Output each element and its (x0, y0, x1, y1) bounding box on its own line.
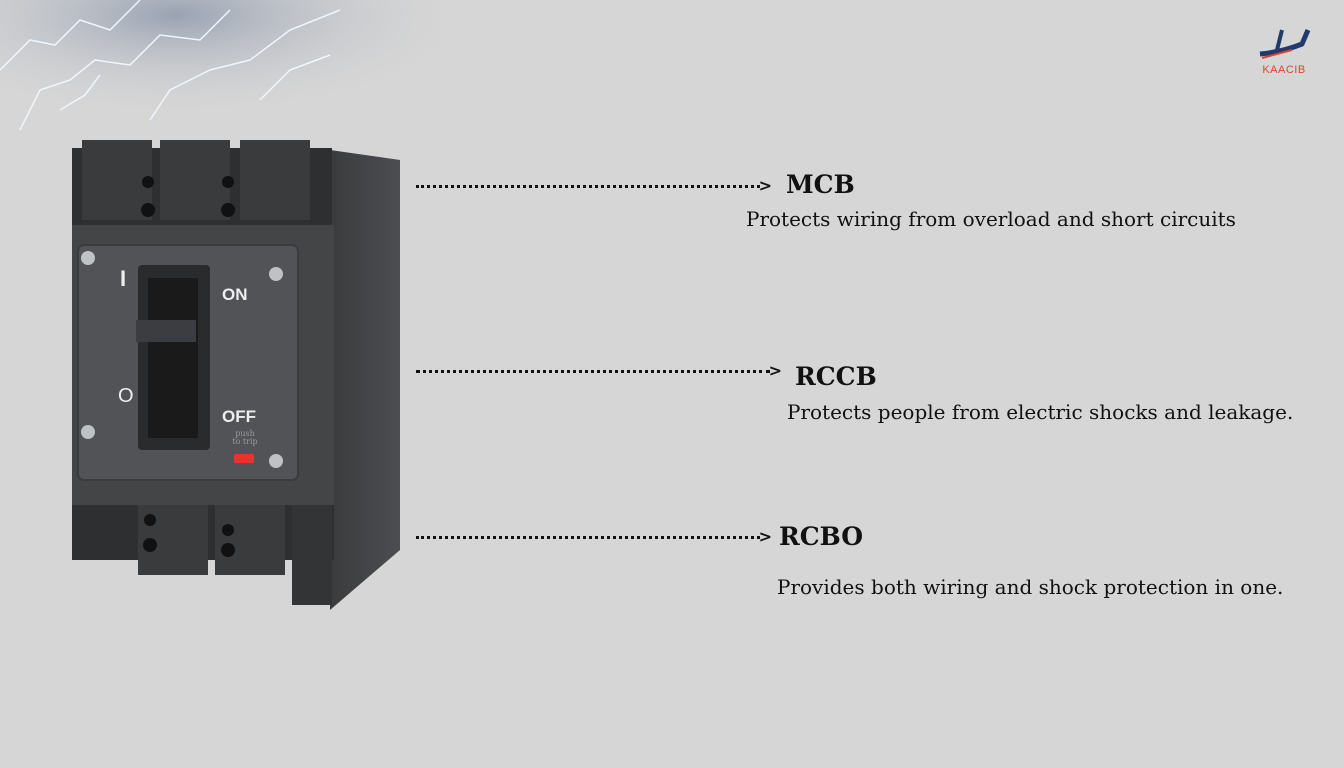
mcb-title: MCB (786, 170, 855, 199)
on-label: ON (222, 285, 248, 304)
mcb-arrow: > (416, 176, 772, 195)
lightning-decoration (0, 0, 440, 150)
logo-text: KAACIB (1262, 64, 1306, 76)
push-to-trip-label: push to trip (232, 429, 258, 446)
rccb-description: Protects people from electric shocks and… (787, 400, 1294, 424)
rcbo-title: RCBO (779, 522, 864, 551)
off-symbol: O (118, 385, 134, 407)
rccb-arrow: > (416, 361, 782, 380)
arrow-head-icon: > (758, 176, 772, 195)
trip-button (234, 454, 254, 463)
kaacib-logo: KAACIB (1252, 24, 1316, 80)
circuit-breaker-image (72, 140, 400, 610)
logo-mark-icon (1259, 29, 1311, 59)
arrow-head-icon: > (758, 527, 772, 546)
on-symbol: I (120, 266, 127, 291)
rccb-title: RCCB (795, 362, 877, 391)
mcb-description: Protects wiring from overload and short … (746, 207, 1236, 231)
rcbo-description: Provides both wiring and shock protectio… (777, 575, 1284, 599)
rcbo-arrow: > (416, 527, 772, 546)
off-label: OFF (222, 407, 256, 426)
arrow-head-icon: > (768, 361, 782, 380)
